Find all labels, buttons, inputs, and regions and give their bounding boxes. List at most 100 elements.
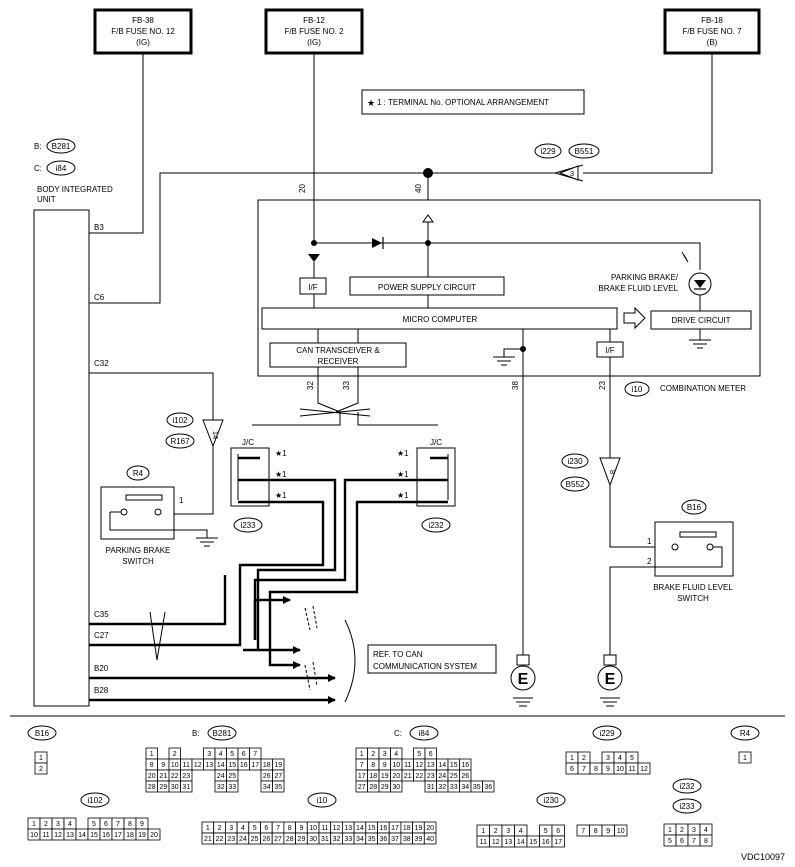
- switch-label: BRAKE FLUID LEVEL: [653, 583, 733, 592]
- fuse-fb38: FB-38 F/B FUSE NO. 12 (IG): [93, 8, 193, 55]
- pin-cell: [423, 832, 437, 845]
- conn-bubble: [80, 792, 110, 808]
- switch-label: SWITCH: [122, 557, 154, 566]
- pin-number: 32: [217, 784, 225, 791]
- pin-number: 3: [229, 825, 233, 832]
- interface-label: I/F: [605, 346, 614, 355]
- pin-number: 2: [680, 827, 684, 834]
- fuse-id: FB-18: [701, 16, 723, 25]
- pin-number: 17: [358, 773, 366, 780]
- conn-bubble: [536, 792, 566, 808]
- conn-bubble: [672, 798, 702, 814]
- pin-number: 17: [114, 832, 122, 839]
- ground-label: E: [605, 671, 616, 688]
- pin-number: 4: [241, 825, 245, 832]
- switch-label: PARKING BRAKE: [106, 546, 171, 555]
- pin-number: 22: [415, 773, 423, 780]
- pin-number: 5: [230, 751, 234, 758]
- pin-number: 6: [242, 751, 246, 758]
- pin-number: 23: [182, 773, 190, 780]
- pin-number: 25: [251, 836, 259, 843]
- pin-number: 17: [251, 762, 259, 769]
- pin-number: 3: [506, 828, 510, 835]
- pin-cell: [551, 835, 565, 848]
- pin-number: 9: [383, 762, 387, 769]
- pin-number: 4: [68, 821, 72, 828]
- conn-label: i10: [317, 796, 328, 805]
- pin-number: 8: [128, 821, 132, 828]
- conn-pin: 3: [570, 169, 574, 178]
- pin-number: 19: [138, 832, 146, 839]
- conn-prefix: B:: [192, 729, 200, 738]
- pin-number: 7: [692, 838, 696, 845]
- pin-number: 16: [379, 825, 387, 832]
- pin-number: 35: [368, 836, 376, 843]
- pin-number: 9: [299, 825, 303, 832]
- pin-number: 8: [288, 825, 292, 832]
- pin-number: 34: [263, 784, 271, 791]
- ground-label: E: [518, 671, 529, 688]
- pin-number: 25: [450, 773, 458, 780]
- pin-number: 14: [78, 832, 86, 839]
- pin-number: 16: [461, 762, 469, 769]
- lamp-label: BRAKE FLUID LEVEL: [598, 284, 678, 293]
- power-supply-circuit: [349, 276, 505, 296]
- conn-label: i230: [543, 796, 559, 805]
- pin-number: 36: [484, 784, 492, 791]
- pin-number: 32: [438, 784, 446, 791]
- diagram-code: VDC10097: [741, 852, 785, 862]
- meter-pin: 33: [342, 381, 351, 390]
- ref-label: REF. TO CAN: [373, 650, 423, 659]
- pin-number: 3: [692, 827, 696, 834]
- pin-number: 2: [494, 828, 498, 835]
- pin-number: 16: [102, 832, 110, 839]
- pin-number: 17: [554, 839, 562, 846]
- pin-number: 8: [594, 828, 598, 835]
- pin-number: 8: [371, 762, 375, 769]
- fuse-fb18: FB-18 F/B FUSE NO. 7 (B): [663, 8, 761, 55]
- pin-number: 35: [473, 784, 481, 791]
- pin-number: 15: [529, 839, 537, 846]
- pin-number: 10: [309, 825, 317, 832]
- pin-number: 2: [218, 825, 222, 832]
- pin-number: 3: [207, 751, 211, 758]
- pin-number: 29: [381, 784, 389, 791]
- can-wiring: [252, 367, 438, 426]
- pin-cell: [738, 751, 752, 764]
- pin-number: 40: [426, 836, 434, 843]
- pin-number: 25: [228, 773, 236, 780]
- parking-brake-circuit: 14 i102 R167 R4 1 PARKING BRAKE SWITCH: [89, 372, 224, 566]
- bcu-title: BODY INTEGRATED: [37, 185, 113, 194]
- pin-number: 9: [161, 762, 165, 769]
- pin-number: 14: [217, 762, 225, 769]
- jc-conn: i233: [240, 521, 256, 530]
- junction-connector-right: J/C ★1 ★1 ★1 i232: [397, 438, 456, 533]
- pin-number: 14: [356, 825, 364, 832]
- pin-number: 24: [438, 773, 446, 780]
- pin-number: 34: [356, 836, 364, 843]
- pin-number: 12: [333, 825, 341, 832]
- pin-number: 12: [194, 762, 202, 769]
- pin-number: 27: [358, 784, 366, 791]
- conn-label: R167: [170, 437, 190, 446]
- pin-number: 5: [544, 828, 548, 835]
- pin-number: 28: [148, 784, 156, 791]
- meter-pin: 23: [598, 381, 607, 390]
- pin-number: 7: [360, 762, 364, 769]
- conn-label: B16: [35, 729, 50, 738]
- pin-number: 11: [321, 825, 328, 832]
- brake-fluid-level-switch: [654, 521, 734, 577]
- switch-pin: 1: [179, 496, 184, 505]
- pin-number: 10: [30, 832, 38, 839]
- pin-number: 1: [743, 755, 747, 762]
- fuse-fb12: FB-12 F/B FUSE NO. 2 (IG): [264, 8, 364, 55]
- pin-number: 3: [606, 755, 610, 762]
- pin-number: 11: [628, 766, 635, 773]
- pin-number: 19: [415, 825, 423, 832]
- conn-bubble: [307, 792, 337, 808]
- fuse-supply: (IG): [136, 38, 150, 47]
- bcu-conn-c-bubble: [46, 160, 76, 176]
- meter-pin: 32: [306, 381, 315, 390]
- conn-bubble: [560, 476, 590, 492]
- pin-number: 6: [556, 828, 560, 835]
